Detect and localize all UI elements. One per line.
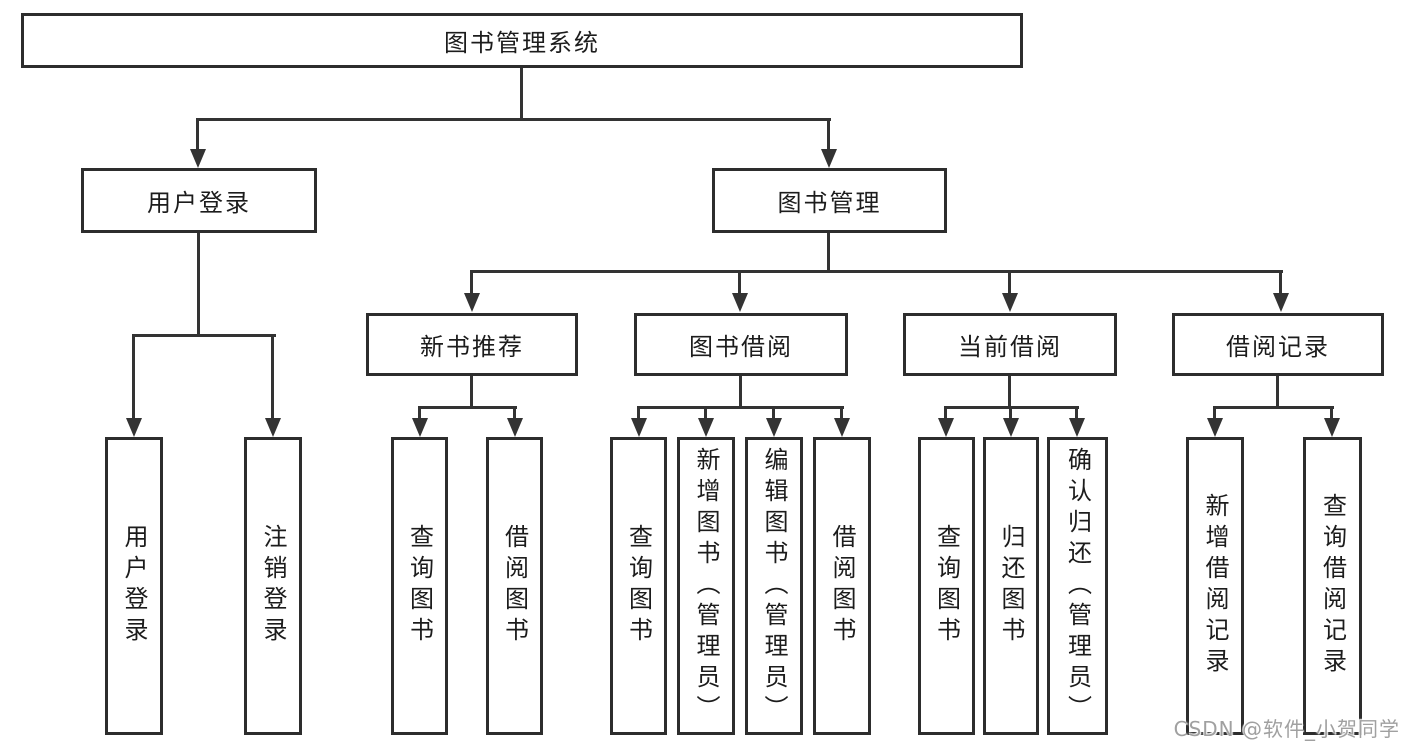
node-leaf-user-login: 用户登录 — [105, 437, 163, 735]
arrow-down-icon — [1002, 293, 1018, 312]
connector-line — [827, 231, 830, 272]
node-label: 查询图书 — [624, 524, 653, 648]
node-label: 用户登录 — [147, 189, 251, 217]
connector-line — [196, 118, 831, 121]
node-label: 归还图书 — [997, 524, 1025, 648]
connector-line — [772, 406, 775, 419]
connector-line — [470, 270, 1283, 273]
connector-line — [738, 270, 741, 294]
connector-line — [944, 406, 947, 419]
connector-line — [840, 406, 843, 419]
node-label: 查询图书 — [932, 524, 961, 648]
connector-line — [418, 406, 421, 419]
connector-line — [1213, 406, 1334, 409]
node-label: 注销登录 — [259, 524, 287, 648]
connector-line — [1330, 406, 1333, 419]
node-label: 借阅记录 — [1226, 333, 1330, 361]
node-leaf-add-books-admin: 新增图书（管理员） — [677, 437, 735, 735]
node-label: 新书推荐 — [420, 333, 524, 361]
node-label: 新增图书（管理员） — [692, 446, 720, 726]
node-library-management-system: 图书管理系统 — [21, 13, 1023, 68]
node-label: 借阅图书 — [500, 524, 529, 648]
node-current-borrowing: 当前借阅 — [903, 313, 1117, 376]
node-leaf-query-borrow-record: 查询借阅记录 — [1303, 437, 1362, 735]
arrow-down-icon — [1273, 293, 1289, 312]
connector-line — [1279, 270, 1282, 294]
node-book-management: 图书管理 — [712, 168, 947, 233]
node-leaf-query-books-1: 查询图书 — [391, 437, 448, 735]
arrow-down-icon — [126, 418, 142, 437]
node-leaf-edit-books-admin: 编辑图书（管理员） — [745, 437, 803, 735]
arrow-down-icon — [1324, 418, 1340, 437]
connector-line — [197, 231, 200, 336]
arrow-down-icon — [190, 149, 206, 168]
arrow-down-icon — [507, 418, 523, 437]
connector-line — [1009, 406, 1012, 419]
arrow-down-icon — [631, 418, 647, 437]
node-label: 编辑图书（管理员） — [760, 446, 788, 726]
connector-line — [1008, 270, 1011, 294]
connector-line — [637, 406, 640, 419]
node-label: 图书管理 — [777, 189, 882, 217]
arrow-down-icon — [834, 418, 850, 437]
connector-line — [1276, 374, 1279, 408]
connector-line — [470, 374, 473, 408]
node-leaf-query-books-2: 查询图书 — [610, 437, 667, 735]
arrow-down-icon — [938, 418, 954, 437]
connector-line — [470, 270, 473, 294]
arrow-down-icon — [1069, 418, 1085, 437]
node-label: 确认归还（管理员） — [1063, 446, 1092, 726]
node-leaf-borrow-books-2: 借阅图书 — [813, 437, 871, 735]
connector-line — [704, 406, 707, 419]
connector-line — [739, 374, 742, 408]
connector-line — [271, 334, 274, 420]
arrow-down-icon — [821, 149, 837, 168]
node-new-book-recommend: 新书推荐 — [366, 313, 578, 376]
node-label: 查询图书 — [405, 524, 434, 648]
connector-line — [132, 334, 276, 337]
node-label: 新增借阅记录 — [1201, 493, 1229, 679]
connector-line — [418, 406, 517, 409]
connector-line — [1213, 406, 1216, 419]
node-book-borrowing: 图书借阅 — [634, 313, 848, 376]
node-leaf-logout: 注销登录 — [244, 437, 302, 735]
arrow-down-icon — [698, 418, 714, 437]
node-label: 用户登录 — [120, 524, 148, 648]
connector-line — [196, 118, 199, 150]
connector-line — [637, 406, 844, 409]
connector-line — [827, 118, 830, 150]
arrow-down-icon — [464, 293, 480, 312]
node-label: 查询借阅记录 — [1318, 493, 1347, 679]
arrow-down-icon — [1003, 418, 1019, 437]
node-label: 当前借阅 — [958, 333, 1062, 361]
node-label: 借阅图书 — [828, 524, 856, 648]
node-user-login: 用户登录 — [81, 168, 317, 233]
arrow-down-icon — [766, 418, 782, 437]
connector-line — [513, 406, 516, 419]
connector-line — [1008, 374, 1011, 408]
node-label: 图书借阅 — [689, 333, 793, 361]
arrow-down-icon — [412, 418, 428, 437]
node-leaf-add-borrow-record: 新增借阅记录 — [1186, 437, 1244, 735]
node-leaf-return-books: 归还图书 — [983, 437, 1039, 735]
connector-line — [520, 68, 523, 120]
csdn-watermark: CSDN @软件_小贺同学 — [1173, 717, 1400, 741]
node-leaf-query-books-3: 查询图书 — [918, 437, 975, 735]
node-leaf-borrow-books-1: 借阅图书 — [486, 437, 543, 735]
arrow-down-icon — [732, 293, 748, 312]
node-label: 图书管理系统 — [444, 29, 600, 57]
arrow-down-icon — [265, 418, 281, 437]
node-leaf-confirm-return-admin: 确认归还（管理员） — [1047, 437, 1108, 735]
node-borrowing-records: 借阅记录 — [1172, 313, 1384, 376]
connector-line — [132, 334, 135, 420]
arrow-down-icon — [1207, 418, 1223, 437]
connector-line — [1075, 406, 1078, 419]
